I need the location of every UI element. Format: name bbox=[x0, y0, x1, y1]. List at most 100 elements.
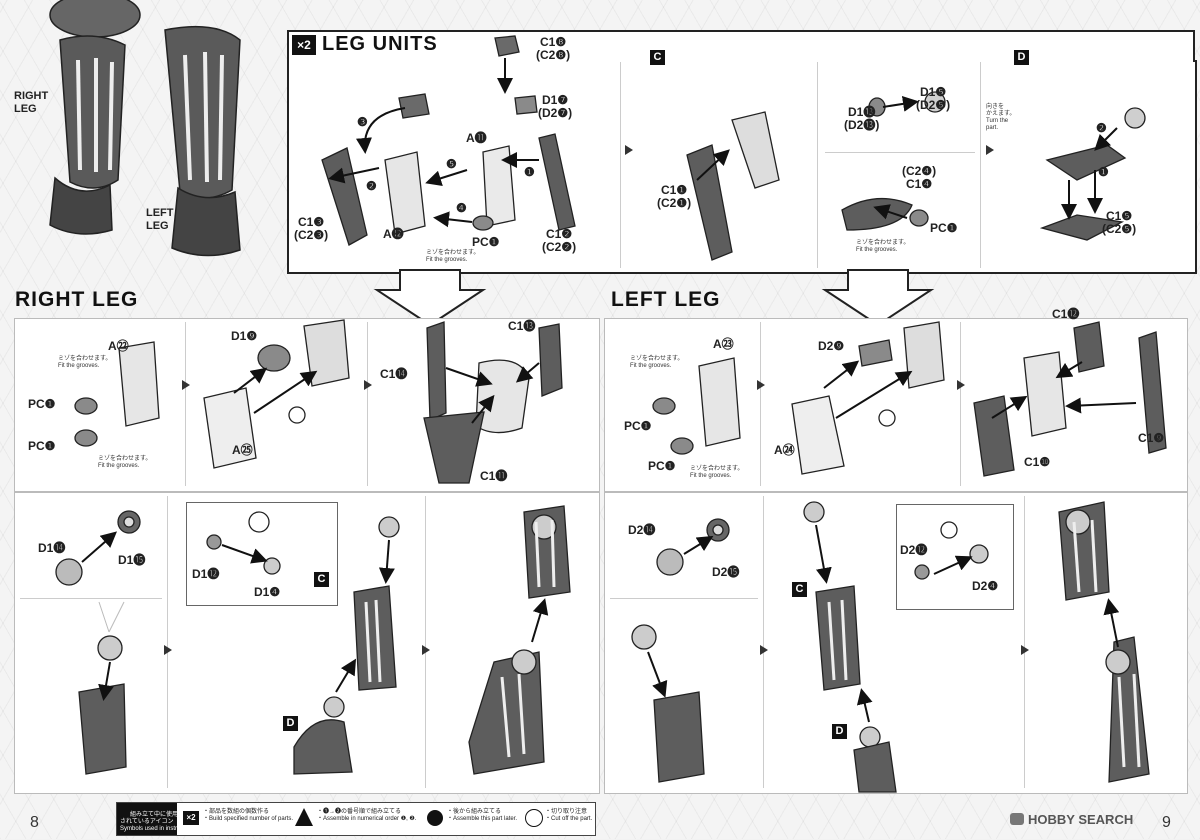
part-label-a12: A⓬ bbox=[383, 227, 404, 241]
legend-cut-en: ・Cut off the part. bbox=[545, 816, 593, 822]
leg-units-frame bbox=[287, 60, 1197, 274]
groove-note-ja: ミゾを合わせます。 bbox=[630, 356, 684, 362]
part-label-a22: A㉒ bbox=[108, 339, 129, 353]
part-label-pc1-upper: PC❶ bbox=[28, 397, 56, 411]
step-number-1-d: ❶ bbox=[1098, 165, 1109, 179]
part-label-d1-13: D1⓭ (D2⓭) bbox=[844, 105, 880, 132]
groove-note-top: ミゾを合わせます。Fit the grooves. bbox=[426, 250, 479, 264]
part-label-d2-12: D2⓬ bbox=[900, 543, 928, 557]
part-label-c2-4: (C2❹) C1❹ bbox=[902, 164, 937, 191]
legend-later: ・後から組み立てる・Assemble this part later. bbox=[447, 809, 517, 823]
step-letter-d: D bbox=[832, 724, 847, 739]
turn-note-ja: 向きを かえます。 bbox=[986, 104, 1016, 117]
part-label-d2-14: D2⓮ bbox=[628, 523, 656, 537]
panel-divider bbox=[425, 496, 426, 788]
part-label-d1-12: D1⓬ bbox=[192, 567, 220, 581]
panel-divider bbox=[185, 322, 186, 486]
panel-divider bbox=[20, 598, 162, 599]
panel-divider bbox=[367, 322, 368, 486]
cut-icon bbox=[525, 809, 543, 827]
part-label-a24: A㉔ bbox=[774, 443, 795, 457]
legend-build: ・部品を数組の個数作る・Build specified number of pa… bbox=[203, 809, 293, 823]
part-label-d1-9: D1❾ bbox=[231, 329, 258, 343]
next-step-arrow bbox=[182, 380, 190, 390]
part-label-d1-7: D1❼ (D2❼) bbox=[538, 93, 573, 120]
step-number-2-d: ❷ bbox=[1096, 121, 1107, 135]
groove-note-ja: ミゾを合わせます。 bbox=[856, 240, 910, 246]
turn-part-note: 向きを かえます。Turn the part. bbox=[986, 104, 1015, 132]
left-leg-upper-parts-diagram bbox=[652, 321, 1167, 477]
part-label-a11: A⓫ bbox=[466, 131, 487, 145]
part-label-d1-15: D1⓯ bbox=[118, 553, 146, 567]
part-label-pc1-left-upper: PC❶ bbox=[624, 419, 652, 433]
groove-note-ja: ミゾを合わせます。 bbox=[98, 456, 152, 462]
groove-note-en: Fit the grooves. bbox=[856, 247, 898, 253]
step-number-2: ❷ bbox=[366, 179, 377, 193]
groove-note-ja: ミゾを合わせます。 bbox=[58, 356, 112, 362]
part-label-pc1-left-lower: PC❶ bbox=[648, 459, 676, 473]
groove-note-foot: ミゾを合わせます。Fit the grooves. bbox=[856, 240, 909, 254]
left-leg-title: LEFT LEG bbox=[611, 288, 721, 311]
legend-cut: ・切り取り注意・Cut off the part. bbox=[545, 809, 592, 823]
right-leg-assembly-diagram bbox=[55, 505, 571, 775]
panel-divider bbox=[1024, 496, 1025, 788]
right-leg-title: RIGHT LEG bbox=[15, 288, 139, 311]
groove-note-en: Fit the grooves. bbox=[630, 363, 672, 369]
groove-note-left-upper: ミゾを合わせます。Fit the grooves. bbox=[630, 356, 683, 370]
legend-later-ja: ・後から組み立てる bbox=[447, 809, 502, 815]
part-label-c1-14: C1⓮ bbox=[380, 367, 408, 381]
part-label-d2-4: D2❹ bbox=[972, 579, 999, 593]
next-step-arrow bbox=[757, 380, 765, 390]
next-step-arrow bbox=[364, 380, 372, 390]
groove-note-en: Fit the grooves. bbox=[426, 257, 468, 263]
left-leg-side-label: LEFT LEG bbox=[146, 207, 174, 232]
part-label-c1-2: C1❷ (C2❷) bbox=[542, 227, 577, 254]
part-label-d2-15: D2⓯ bbox=[712, 565, 740, 579]
frame-divider bbox=[980, 36, 981, 268]
watermark: HOBBY SEARCH bbox=[1010, 812, 1133, 827]
next-step-arrow bbox=[422, 645, 430, 655]
step-letter-c: C bbox=[314, 572, 329, 587]
groove-note-en: Fit the grooves. bbox=[98, 463, 140, 469]
groove-note-right-upper: ミゾを合わせます。Fit the grooves. bbox=[58, 356, 111, 370]
step-number-4: ❹ bbox=[456, 201, 467, 215]
step-letter-c: C bbox=[792, 582, 807, 597]
next-step-arrow bbox=[760, 645, 768, 655]
frame-divider bbox=[817, 36, 818, 268]
step-letter-d: D bbox=[283, 716, 298, 731]
part-label-c1-9: C1❾ bbox=[1138, 431, 1165, 445]
legend-build-ja: ・部品を数組の個数作る bbox=[203, 809, 270, 815]
leg-units-header bbox=[287, 30, 463, 62]
part-label-c1-12: C1⓬ bbox=[1052, 307, 1080, 321]
step-number-5: ❺ bbox=[446, 157, 457, 171]
panel-divider bbox=[960, 322, 961, 486]
panel-divider bbox=[167, 496, 168, 788]
part-label-d1-5: D1❺ (D2❺) bbox=[916, 85, 951, 112]
page-number-left: 8 bbox=[30, 814, 39, 831]
part-label-pc1: PC❶ bbox=[472, 235, 500, 249]
leg-units-parts-diagram bbox=[321, 35, 1146, 261]
next-step-arrow bbox=[164, 645, 172, 655]
part-label-a25: A㉕ bbox=[232, 443, 253, 457]
step-number-1: ❶ bbox=[524, 165, 535, 179]
frame-divider bbox=[620, 36, 621, 268]
legend-later-en: ・Assemble this part later. bbox=[447, 816, 518, 822]
groove-note-ja: ミゾを合わせます。 bbox=[426, 250, 480, 256]
groove-note-right-lower: ミゾを合わせます。Fit the grooves. bbox=[98, 456, 151, 470]
numbered-order-icon bbox=[295, 808, 313, 826]
leg-units-title: LEG UNITS bbox=[322, 33, 438, 55]
part-label-pc1-foot: PC❶ bbox=[930, 221, 958, 235]
assembled-legs-illustration bbox=[49, 0, 241, 257]
next-step-arrow bbox=[1021, 645, 1029, 655]
part-label-c1-5: C1❺ (C2❺) bbox=[1102, 209, 1137, 236]
part-label-c1-3: C1❸ (C2❸) bbox=[294, 215, 329, 242]
turn-note-en: Turn the part. bbox=[986, 118, 1009, 131]
frame-divider bbox=[825, 152, 975, 153]
down-block-arrow-left bbox=[821, 269, 935, 327]
groove-note-en: Fit the grooves. bbox=[58, 363, 100, 369]
part-label-c1-1: C1❶ (C2❶) bbox=[657, 183, 692, 210]
step-number-3: ❸ bbox=[357, 115, 368, 129]
part-label-c1-11: C1⓫ bbox=[480, 469, 508, 483]
part-label-c1-8: C1❽ (C2❽) bbox=[536, 35, 571, 62]
multiply-badge: ×2 bbox=[292, 35, 316, 55]
